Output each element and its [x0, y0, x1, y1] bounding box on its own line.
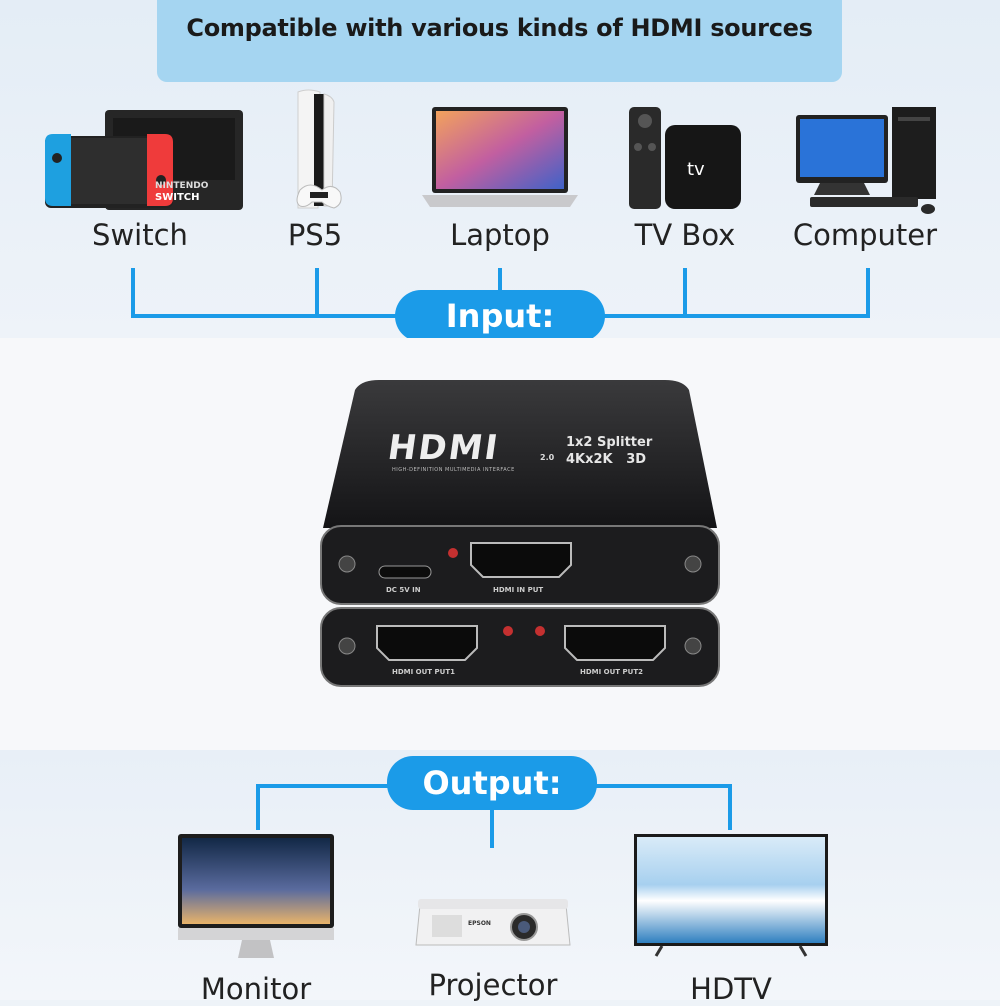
output-section: Output: Monitor EPSON Projector HD [0, 750, 1000, 1006]
input-section: Compatible with various kinds of HDMI so… [0, 0, 1000, 342]
input-label-switch: Switch [92, 218, 188, 252]
banner-text: Compatible with various kinds of HDMI so… [186, 14, 813, 42]
splitter-tagline: HIGH-DEFINITION MULTIMEDIA INTERFACE [392, 467, 515, 473]
splitter-brand: HDMI [385, 428, 502, 468]
monitor-icon [178, 834, 334, 958]
port-label-power: DC 5V IN [386, 586, 421, 594]
input-label-tv-box: TV Box [634, 218, 736, 252]
input-label-laptop: Laptop [450, 218, 550, 252]
tv-box-icon: tv [629, 107, 741, 209]
compatibility-banner: Compatible with various kinds of HDMI so… [157, 0, 842, 82]
input-label-ps5: PS5 [287, 218, 343, 252]
svg-text:tv: tv [687, 159, 705, 180]
input-label-computer: Computer [792, 218, 938, 252]
hdtv-icon [634, 834, 828, 957]
port-label-out2: HDMI OUT PUT2 [580, 668, 643, 676]
hdmi-splitter-device [320, 380, 720, 687]
splitter-model-line1: 1x2 Splitter [566, 435, 653, 450]
svg-text:SWITCH: SWITCH [155, 192, 199, 203]
output-label-projector: Projector [428, 968, 558, 1002]
svg-text:EPSON: EPSON [468, 920, 491, 927]
output-label-monitor: Monitor [200, 972, 312, 1006]
input-heading: Input: [395, 290, 605, 342]
splitter-section: HDMI 2.0 1x2 Splitter 4Kx2K 3D HIGH-DEFI… [0, 338, 1000, 750]
output-label-hdtv: HDTV [690, 972, 772, 1006]
port-label-out1: HDMI OUT PUT1 [392, 668, 455, 676]
laptop-icon [422, 107, 578, 207]
ps5-console-icon [296, 89, 342, 209]
splitter-version: 2.0 [540, 453, 555, 462]
output-heading: Output: [387, 756, 597, 810]
port-label-input: HDMI IN PUT [493, 586, 544, 594]
game-console-icon: NINTENDO SWITCH [45, 110, 243, 210]
svg-text:NINTENDO: NINTENDO [155, 181, 209, 191]
projector-icon: EPSON [415, 899, 571, 946]
desktop-computer-icon [796, 107, 936, 214]
splitter-model-line2: 4Kx2K 3D [566, 452, 647, 467]
